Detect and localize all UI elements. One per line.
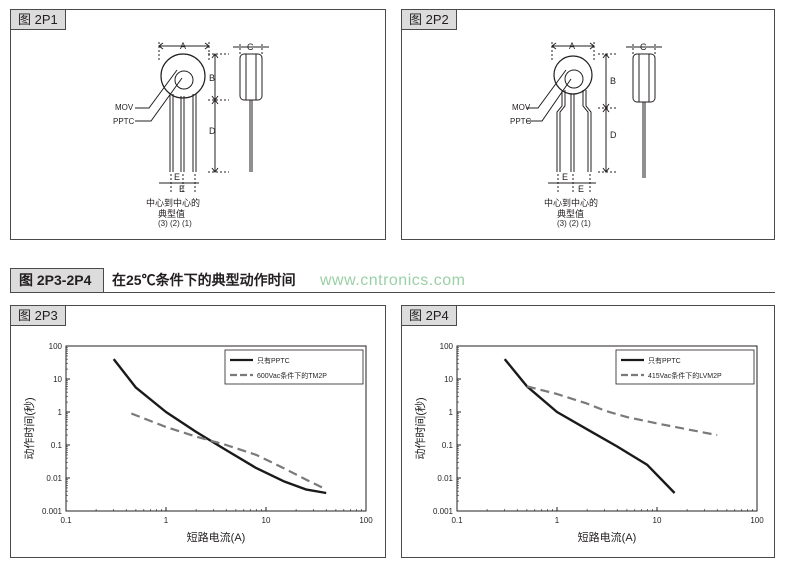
note-line2: 典型值 [158,208,185,219]
pptc-label: PPTC [113,117,135,126]
dim-e2-label: E [179,184,185,194]
legend-label: 只有PPTC [648,356,681,365]
disc-hole [174,70,194,90]
dim-b-label: B [610,76,616,86]
y-tick-label: 0.1 [51,441,63,450]
x-tick-label: 0.1 [60,516,72,525]
dim-d-label: D [610,130,617,140]
y-tick-label: 0.01 [437,474,453,483]
legend-box [615,349,755,385]
note-line3: (3) (2) (1) [557,219,591,228]
figure-2p1-panel: 图 2P1 [10,9,386,240]
banner-title: 在25℃条件下的典型动作时间 [112,272,296,288]
y-tick-label: 1 [58,408,63,417]
legend-label: 415Vac条件下的LVM2P [648,371,722,380]
x-axis-label: 短路电流(A) [578,530,637,544]
x-tick-label: 100 [359,516,373,525]
plot-frame [456,345,758,512]
dim-c-label: C [247,42,254,52]
mov-label: MOV [512,103,531,112]
x-tick-label: 10 [262,516,271,525]
figure-2p1-tag: 图 2P1 [11,10,66,30]
y-tick-label: 0.001 [42,507,63,516]
dim-b-label: B [209,73,215,83]
y-tick-label: 0.01 [46,474,62,483]
side-view-body [239,53,263,101]
watermark-text: www.cntronics.com [320,272,466,289]
y-axis-label: 动作时间(秒) [413,397,427,459]
series-line-dashed [526,385,718,437]
dim-a-label: A [569,41,575,51]
plot-frame [65,345,367,512]
figure-2p2-panel: 图 2P2 [401,9,775,240]
device-drawing-2p2: A C B D E E MOV PPTC 中心到中心的 典型值 (3) (2) … [510,41,662,228]
dim-e1-label: E [174,172,180,182]
note-line3: (3) (2) (1) [158,219,192,228]
dim-c-label: C [640,42,647,52]
x-tick-label: 1 [555,516,560,525]
figure-banner: 图 2P3-2P4 在25℃条件下的典型动作时间 www.cntronics.c… [10,268,775,293]
figure-2p2-tag: 图 2P2 [402,10,457,30]
chart-2p4: 0.001 0.01 0.1 1 10 100 0.1 1 10 100 短路电流(A) 动作时间(秒… [413,342,764,544]
y-tick-label: 10 [53,375,62,384]
banner-rule [104,292,775,293]
y-tick-label: 1 [449,408,454,417]
figure-2p4-panel: 图 2P4 0.001 0.01 0.1 1 10 100 0.1 1 10 100 短路电流(A)… [401,305,775,558]
banner-tag: 图 2P3-2P4 [10,268,104,293]
note-line1: 中心到中心的 [544,197,598,208]
y-tick-label: 0.1 [442,441,454,450]
pptc-label: PPTC [510,117,532,126]
y-axis-label: 动作时间(秒) [22,397,36,459]
series-line-dashed [130,412,327,491]
y-tick-label: 0.001 [433,507,454,516]
figure-2p3-panel: 图 2P3 0.001 0.01 0.1 1 10 100 0.1 1 10 100 短路电流(A)… [10,305,386,558]
x-tick-label: 10 [653,516,662,525]
figure-2p3-tag: 图 2P3 [11,306,66,326]
y-tick-label: 100 [49,342,63,351]
figure-2p4-tag: 图 2P4 [402,306,457,326]
disc-hole [564,69,584,89]
device-drawing-2p1: A C B D E E MOV PPTC 中心到中心的 典型值 (3) (2) … [113,41,269,228]
y-tick-label: 10 [444,375,453,384]
x-tick-label: 1 [164,516,169,525]
x-axis-label: 短路电流(A) [187,530,246,544]
side-view-body [632,53,656,103]
note-line2: 典型值 [557,208,584,219]
legend-label: 600Vac条件下的TM2P [257,371,327,380]
dim-e1-label: E [562,172,568,182]
dim-d-label: D [209,126,216,136]
dim-a-label: A [180,41,186,51]
disc-body [553,55,593,95]
x-tick-label: 100 [750,516,764,525]
dim-e2-label: E [578,184,584,194]
x-tick-label: 0.1 [451,516,463,525]
legend-label: 只有PPTC [257,356,290,365]
disc-body [160,53,206,99]
mov-label: MOV [115,103,134,112]
chart-2p3: 0.001 0.01 0.1 1 10 100 0.1 1 10 100 短路电流(A) 动作时间(秒… [22,342,373,544]
legend-box [224,349,364,385]
series-line-solid [112,358,327,495]
note-line1: 中心到中心的 [146,197,200,208]
y-tick-label: 100 [440,342,454,351]
